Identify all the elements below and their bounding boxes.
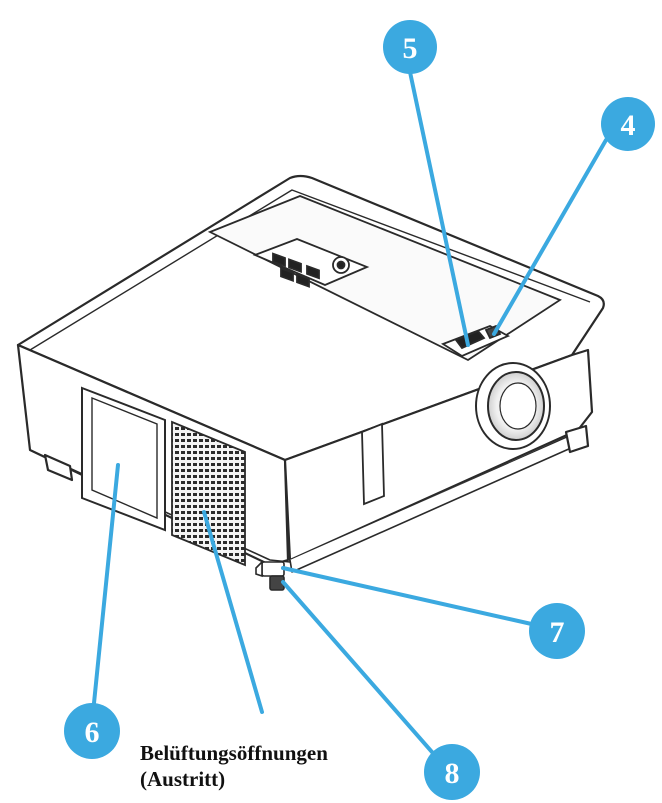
vent-label: Belüftungsöffnungen (Austritt)	[140, 740, 328, 792]
lens	[475, 362, 551, 450]
leader-5	[408, 70, 470, 347]
leader-4	[492, 138, 608, 336]
keypad	[252, 238, 370, 288]
adjuster-foot	[255, 560, 285, 591]
callout-number: 4	[621, 109, 636, 142]
vent-label-line1: Belüftungsöffnungen	[140, 741, 328, 765]
exhaust-vent-grill	[171, 420, 246, 567]
callout-badge-7: 7	[529, 603, 585, 659]
side-slot	[361, 422, 385, 506]
vent-label-line2: (Austritt)	[140, 767, 226, 791]
callout-badge-8: 8	[424, 744, 480, 800]
callout-badge-5: 5	[383, 20, 437, 74]
leader-7	[281, 566, 538, 627]
callout-leaders	[91, 70, 608, 770]
leader-6	[91, 463, 120, 715]
front-foot-left	[43, 453, 74, 482]
rear-foot-right	[564, 424, 590, 454]
filter-cover	[81, 386, 166, 532]
callout-number: 7	[550, 616, 565, 649]
callout-number: 6	[85, 716, 100, 749]
callout-number: 8	[445, 757, 460, 790]
top-control-panel	[207, 195, 562, 362]
callout-badge-4: 4	[601, 97, 655, 151]
top-face	[16, 174, 605, 462]
callout-badge-6: 6	[64, 703, 120, 759]
leader-8	[281, 580, 448, 770]
callout-number: 5	[403, 32, 418, 65]
leader-vent	[202, 510, 264, 714]
